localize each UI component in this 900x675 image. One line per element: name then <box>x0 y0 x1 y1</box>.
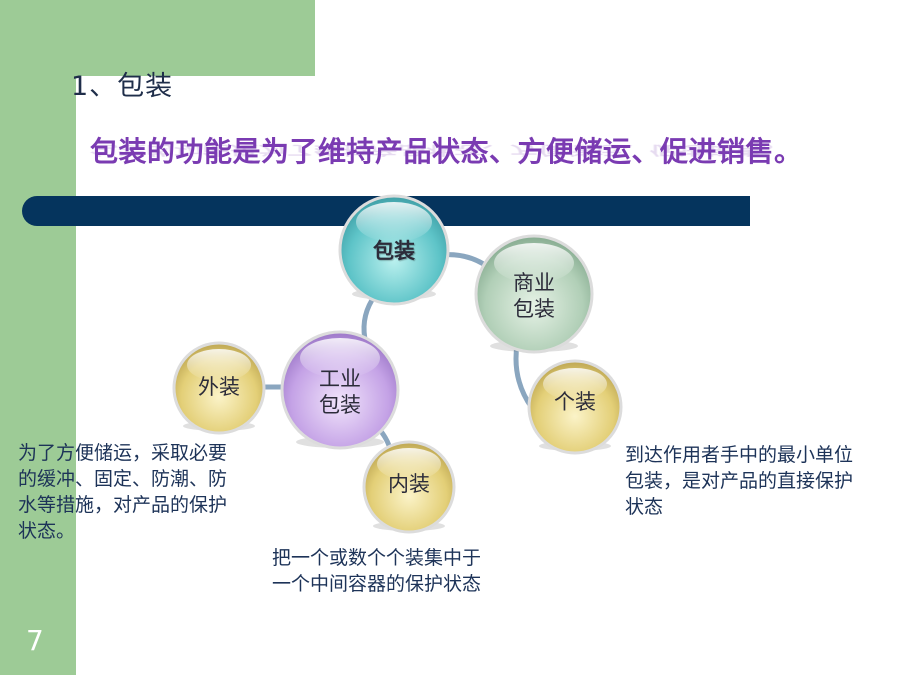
green-sidebar <box>0 0 76 675</box>
outer-description-line: 水等措施，对产品的保护 <box>18 494 228 516</box>
outer-description-line: 状态。 <box>18 520 76 542</box>
bubble-inner-label: 内装 <box>388 472 430 496</box>
bubble-commercial <box>474 234 594 354</box>
inner-description: 把一个或数个个装集中于 一个中间容器的保护状态 <box>272 545 481 597</box>
slide-subtitle: 包装的功能是为了维持产品状态、方便储运、促进销售。 <box>90 135 803 168</box>
bubble-commercial-line2: 包装 <box>513 297 555 321</box>
bubble-industrial-label: 工业 包装 <box>300 366 380 418</box>
outer-description: 为了方便储运，采取必要 的缓冲、固定、防潮、防 水等措施，对产品的保护 状态。 <box>18 440 227 544</box>
bubble-root <box>338 194 450 306</box>
individual-description-line: 包装，是对产品的直接保护 <box>625 470 854 492</box>
outer-description-line: 为了方便储运，采取必要 <box>18 442 228 464</box>
bubble-commercial-label: 商业 包装 <box>494 270 574 322</box>
inner-description-line: 一个中间容器的保护状态 <box>272 573 482 595</box>
bubble-outer-label: 外装 <box>198 375 240 399</box>
bubble-industrial-line1: 工业 <box>319 367 361 391</box>
section-heading: 1、包装 <box>71 71 174 102</box>
bubble-industrial-line2: 包装 <box>319 393 361 417</box>
individual-description: 到达作用者手中的最小单位 包装，是对产品的直接保护 状态 <box>625 442 853 520</box>
bubble-inner <box>362 440 456 534</box>
bubble-industrial <box>280 330 400 450</box>
bubble-commercial-line1: 商业 <box>513 271 555 295</box>
inner-description-line: 把一个或数个个装集中于 <box>272 547 482 569</box>
bubble-root-label: 包装 <box>373 239 415 263</box>
page-number: 7 <box>26 624 44 657</box>
bubble-individual <box>527 359 623 455</box>
bubble-outer <box>172 341 266 435</box>
outer-description-line: 的缓冲、固定、防潮、防 <box>18 468 228 490</box>
individual-description-line: 状态 <box>625 496 664 518</box>
bubble-individual-label: 个装 <box>554 390 596 414</box>
individual-description-line: 到达作用者手中的最小单位 <box>625 444 854 466</box>
green-top-band <box>0 0 315 76</box>
